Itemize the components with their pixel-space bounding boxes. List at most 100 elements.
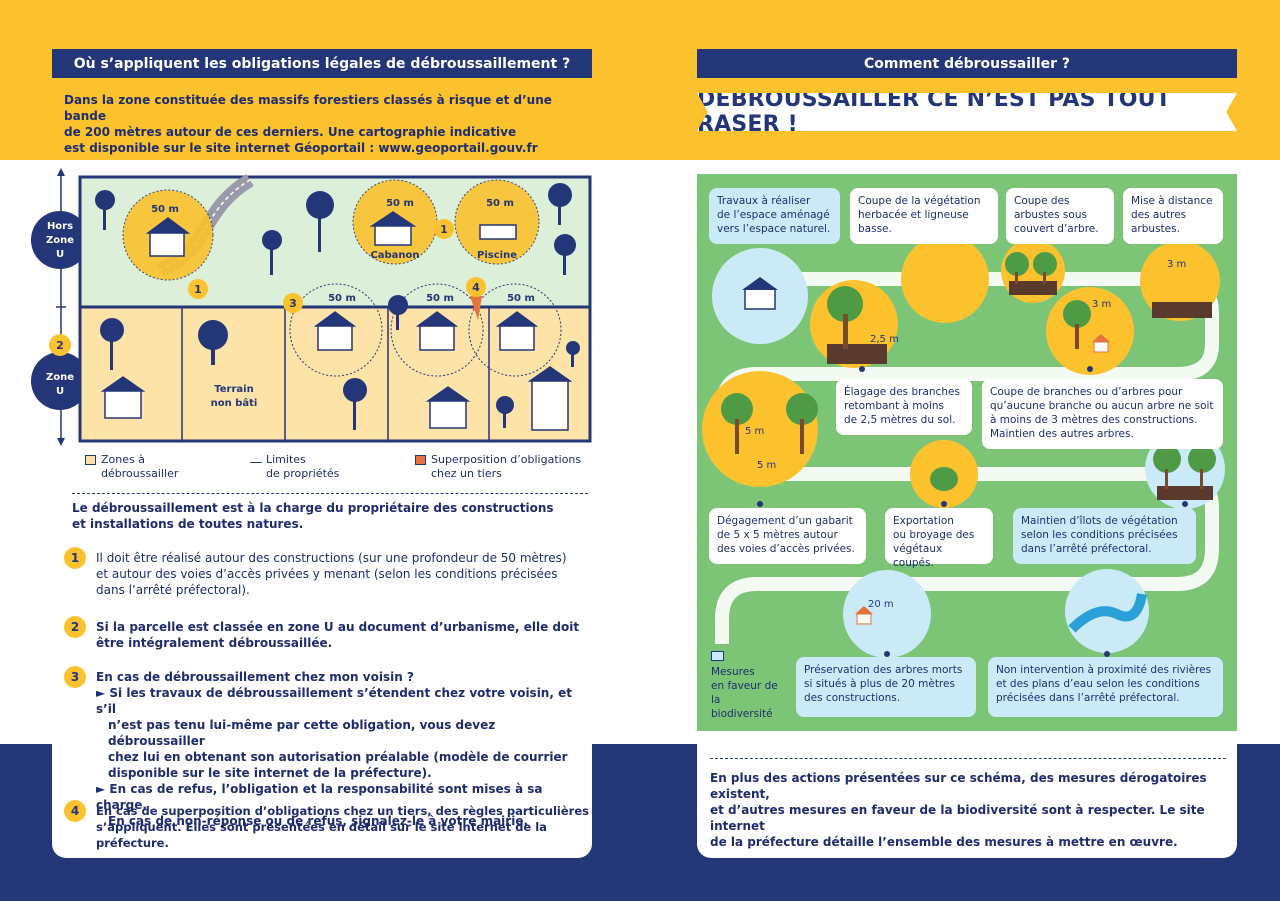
box-mesures-line: Mesures: [711, 666, 755, 678]
item-1: Il doit être réalisé autour des construc…: [96, 550, 591, 598]
box-exportation-line: végétaux coupés.: [893, 543, 943, 569]
distance-label: 50 m: [507, 293, 535, 304]
item-2-line: être intégralement débroussaillée.: [96, 636, 333, 650]
box-elagage: Élagage des branches retombant à moins d…: [836, 379, 972, 435]
banner-text: DÉBROUSSAILLER CE N’EST PAS TOUT RASER !: [697, 87, 1171, 137]
box-coupe-branches-line: Maintien des autres arbres.: [990, 428, 1134, 440]
legend-line-limites: [250, 462, 262, 463]
distance-label: 50 m: [151, 204, 179, 215]
box-coupe-vegetation-line: herbacée et ligneuse: [858, 209, 969, 221]
right-heading: Comment débroussailler ?: [697, 49, 1237, 78]
distance-label: 50 m: [386, 198, 414, 209]
legend-swatch-zones: [85, 455, 96, 465]
item-2-line: Si la parcelle est classée en zone U au …: [96, 620, 580, 634]
box-non-intervention-line: et des plans d’eau selon les conditions: [996, 678, 1200, 690]
box-non-intervention: Non intervention à proximité des rivière…: [988, 657, 1223, 717]
dim-5m: 5 m: [745, 426, 764, 437]
how-to-diagram: 3 m 3 m 2,5 m 5 m 5 m 20 m: [697, 174, 1237, 731]
box-non-intervention-line: précisées dans l’arrêté préfectoral.: [996, 692, 1180, 704]
top-yellow-band: [0, 0, 1280, 160]
distance-label: 50 m: [328, 293, 356, 304]
left-heading-text: Où s’appliquent les obligations légales …: [73, 55, 571, 72]
legend-zones-line: débroussailler: [101, 467, 179, 480]
item-1-line: dans l’arrêté préfectoral).: [96, 583, 250, 597]
legend-zones-line: Zones à: [101, 453, 145, 466]
zone-u-label: Zone: [46, 372, 74, 383]
legend-limites: Limites de propriétés: [266, 453, 339, 481]
box-coupe-vegetation-line: Coupe de la végétation: [858, 195, 981, 207]
box-mesures-line: en faveur de: [711, 680, 778, 692]
piscine-label: Piscine: [477, 250, 517, 261]
box-maintien-line: selon les conditions précisées: [1021, 529, 1178, 541]
intro-line: Dans la zone constituée des massifs fore…: [64, 93, 552, 123]
dim-20m: 20 m: [868, 599, 894, 610]
right-bottom-line: et d’autres mesures en faveur de la biod…: [710, 803, 1205, 833]
box-degagement-line: de 5 x 5 mètres autour: [717, 529, 838, 541]
item-3-line: n’est pas tenu lui-même par cette obliga…: [108, 718, 496, 748]
box-travaux-line: de l’espace aménagé: [717, 209, 830, 221]
distance-label: 50 m: [486, 198, 514, 209]
box-travaux-line: vers l’espace naturel.: [717, 223, 831, 235]
box-coupe-branches-line: à moins de 3 mètres des constructions.: [990, 414, 1198, 426]
box-preservation-line: des constructions.: [804, 692, 901, 704]
item-number-2: 2: [64, 616, 86, 638]
box-mesures: Mesures en faveur de la biodiversité: [703, 661, 793, 720]
dim-2-5m: 2,5 m: [870, 334, 899, 345]
legend-limites-line: de propriétés: [266, 467, 340, 480]
charge-paragraph: Le débroussaillement est à la charge du …: [72, 500, 592, 532]
box-preservation-line: si situés à plus de 20 mètres: [804, 678, 955, 690]
box-coupe-arbustes-line: Coupe des: [1014, 195, 1070, 207]
box-preservation-line: Préservation des arbres morts: [804, 664, 963, 676]
item-4-line: En cas de superposition d’obligations ch…: [96, 804, 589, 818]
zone-u-circle: [31, 352, 89, 410]
box-mise-distance-line: des autres: [1131, 209, 1187, 221]
box-preservation: Préservation des arbres morts si situés …: [796, 657, 976, 717]
map-marker-1: 1: [194, 283, 202, 296]
left-intro: Dans la zone constituée des massifs fore…: [64, 92, 594, 156]
item-3: En cas de débroussaillement chez mon voi…: [96, 669, 591, 829]
box-coupe-branches-line: Coupe de branches ou d’arbres pour: [990, 386, 1183, 398]
box-degagement-line: Dégagement d’un gabarit: [717, 515, 853, 527]
box-maintien-line: dans l’arrêté préfectoral.: [1021, 543, 1152, 555]
item-number-1: 1: [64, 547, 86, 569]
box-coupe-branches: Coupe de branches ou d’arbres pour qu’au…: [982, 379, 1223, 449]
item-number-4: 4: [64, 800, 86, 822]
terrain-label: non bâti: [211, 397, 258, 409]
intro-line: est disponible sur le site internet Géop…: [64, 141, 538, 155]
box-degagement-line: des voies d’accès privées.: [717, 543, 855, 555]
box-mesures-line: la biodiversité: [711, 694, 773, 720]
right-bottom-paragraph: En plus des actions présentées sur ce sc…: [710, 770, 1230, 850]
box-travaux: Travaux à réaliser de l’espace aménagé v…: [709, 188, 840, 244]
intro-line: de 200 mètres autour de ces derniers. Un…: [64, 125, 517, 139]
legend-zones: Zones à débroussailler: [101, 453, 178, 481]
box-coupe-vegetation: Coupe de la végétation herbacée et ligne…: [850, 188, 998, 244]
hors-zone-label: U: [56, 249, 64, 260]
box-exportation: Exportation ou broyage des végétaux coup…: [885, 508, 993, 569]
item-1-line: Il doit être réalisé autour des construc…: [96, 551, 567, 565]
dim-3m: 3 m: [1092, 299, 1111, 310]
box-mise-distance-line: arbustes.: [1131, 223, 1180, 235]
box-mise-distance-line: Mise à distance: [1131, 195, 1213, 207]
right-bottom-line: En plus des actions présentées sur ce sc…: [710, 771, 1207, 801]
item-3-line: ► Si les travaux de débroussaillement s’…: [96, 686, 572, 716]
box-coupe-arbustes-line: couvert d’arbre.: [1014, 223, 1099, 235]
map-marker-4: 4: [472, 281, 480, 294]
box-exportation-line: ou broyage des: [893, 529, 975, 541]
hors-zone-label: Hors: [47, 221, 73, 232]
charge-line: et installations de toutes natures.: [72, 517, 304, 531]
map-marker-3: 3: [289, 297, 297, 310]
dim-3m: 3 m: [1167, 259, 1186, 270]
box-coupe-branches-line: qu’aucune branche ou aucun arbre ne soit: [990, 400, 1214, 412]
zone-u-marker: [49, 334, 71, 356]
banner: DÉBROUSSAILLER CE N’EST PAS TOUT RASER !: [697, 93, 1237, 131]
terrain-label: Terrain: [214, 384, 253, 395]
hors-zone-label: Zone: [46, 235, 74, 246]
box-degagement: Dégagement d’un gabarit de 5 x 5 mètres …: [709, 508, 866, 564]
item-3-line: En cas de non-réponse ou de refus, signa…: [108, 814, 529, 828]
map-marker-1b: 1: [440, 223, 448, 236]
box-coupe-vegetation-line: basse.: [858, 223, 892, 235]
box-maintien-line: Maintien d’îlots de végétation: [1021, 515, 1178, 527]
right-bottom-line: de la préfecture détaille l’ensemble des…: [710, 835, 1178, 849]
right-divider: [710, 758, 1226, 759]
left-divider: [72, 493, 588, 494]
